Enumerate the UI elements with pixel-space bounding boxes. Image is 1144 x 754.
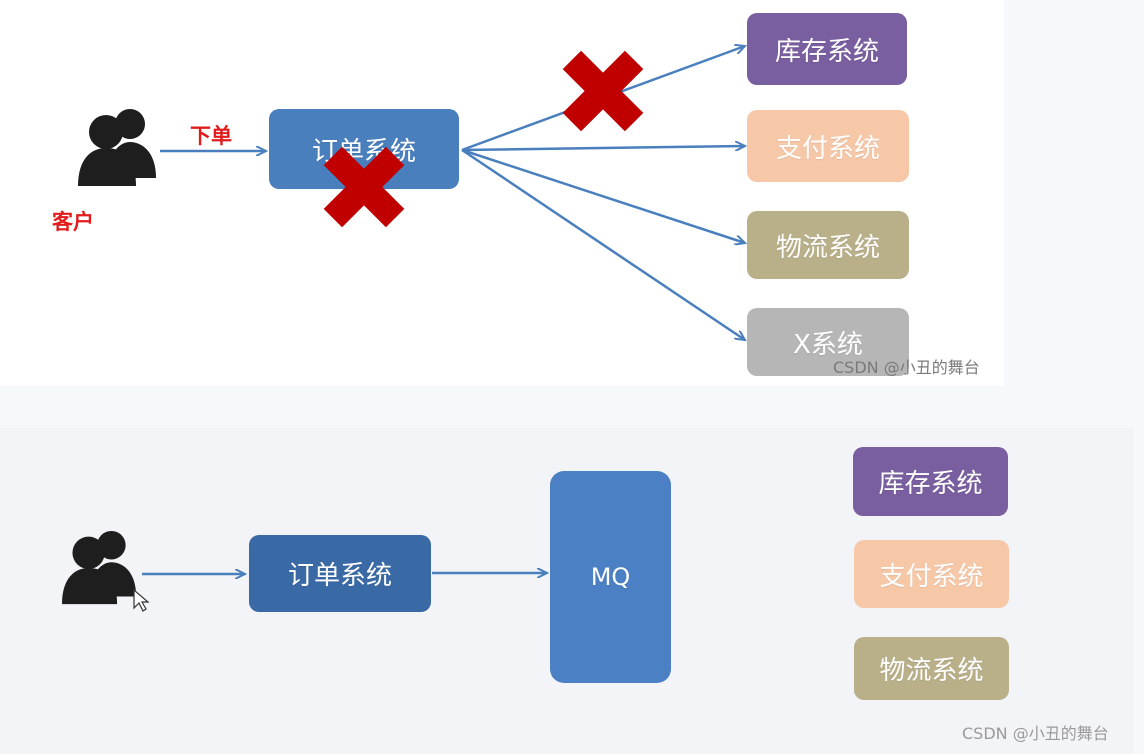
watermark: CSDN @小丑的舞台 [833, 358, 980, 377]
watermark-bottom: CSDN @小丑的舞台 [962, 724, 1109, 743]
users-icon [62, 530, 137, 605]
mq-queue-box: MQ [550, 471, 671, 683]
arrow-order-to-logistics [461, 148, 745, 243]
mouse-pointer-icon [133, 588, 150, 612]
arrow-order-to-inventory [461, 46, 745, 152]
order-system-box: 订单系统 [269, 109, 459, 189]
inventory-system-box: 库存系统 [747, 13, 907, 85]
arrow-order-to-payment [461, 146, 745, 152]
payment-system-box-bottom: 支付系统 [854, 540, 1009, 608]
order-action-label: 下单 [190, 124, 232, 148]
arrow-order-to-x [461, 148, 745, 340]
inventory-system-box-bottom: 库存系统 [853, 447, 1008, 516]
users-icon [78, 109, 156, 186]
order-system-box-bottom: 订单系统 [249, 535, 431, 612]
customer-label: 客户 [52, 210, 94, 234]
logistics-system-box-bottom: 物流系统 [854, 637, 1009, 700]
x-system-box: X系统 [747, 308, 909, 376]
logistics-system-box: 物流系统 [747, 211, 909, 279]
payment-system-box: 支付系统 [747, 110, 909, 182]
